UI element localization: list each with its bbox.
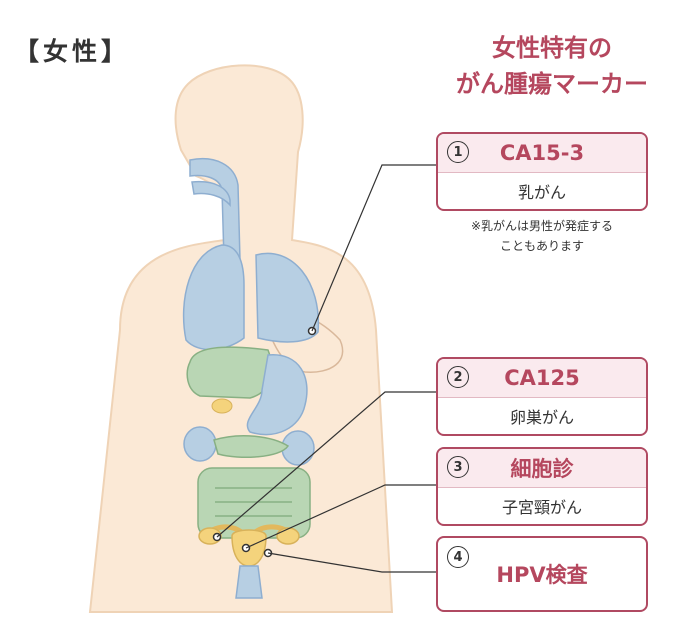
marker-number-3: 3 <box>447 456 469 478</box>
marker-title-1: CA15-3 <box>499 141 585 165</box>
marker-box-hpv: 4 HPV検査 <box>436 536 648 612</box>
footnote: ※乳がんは男性が発症する こともあります <box>436 216 648 256</box>
liver <box>186 346 273 399</box>
footnote-line2: こともあります <box>499 239 584 253</box>
page-label: 【女性】 <box>14 37 131 66</box>
marker-desc-3: 子宮頸がん <box>501 498 582 517</box>
marker-box-cytology: 3 細胞診 子宮頸がん <box>436 447 648 526</box>
marker-number-1: 1 <box>447 141 469 163</box>
headline-line1: 女性特有の <box>492 34 612 62</box>
marker-number-4: 4 <box>447 546 469 568</box>
marker-number-2: 2 <box>447 366 469 388</box>
leader-line-4 <box>267 552 436 573</box>
marker-title-3: 細胞診 <box>510 457 574 481</box>
kidney-left <box>183 426 217 462</box>
marker-box-ca15-3: 1 CA15-3 乳がん <box>436 132 648 211</box>
leader-line-1 <box>311 164 436 332</box>
gallbladder <box>211 398 233 414</box>
headline-line2: がん腫瘍マーカー <box>456 70 648 98</box>
vagina <box>235 565 263 599</box>
nasal-airway <box>191 180 231 207</box>
marker-title-2: CA125 <box>504 366 580 390</box>
headline: 女性特有の がん腫瘍マーカー <box>412 30 692 102</box>
marker-desc-1: 乳がん <box>517 183 566 202</box>
ovary-right <box>276 527 300 545</box>
stomach <box>246 354 308 436</box>
intestine-folds <box>215 487 292 517</box>
marker-title-4: HPV検査 <box>496 563 588 587</box>
leader-line-3 <box>245 484 436 549</box>
lung-right <box>255 252 320 343</box>
leader-line-2 <box>216 391 436 538</box>
marker-box-ca125: 2 CA125 卵巣がん <box>436 357 648 436</box>
footnote-line1: ※乳がんは男性が発症する <box>470 219 614 233</box>
pancreas <box>213 435 290 459</box>
marker-desc-2: 卵巣がん <box>509 408 574 427</box>
